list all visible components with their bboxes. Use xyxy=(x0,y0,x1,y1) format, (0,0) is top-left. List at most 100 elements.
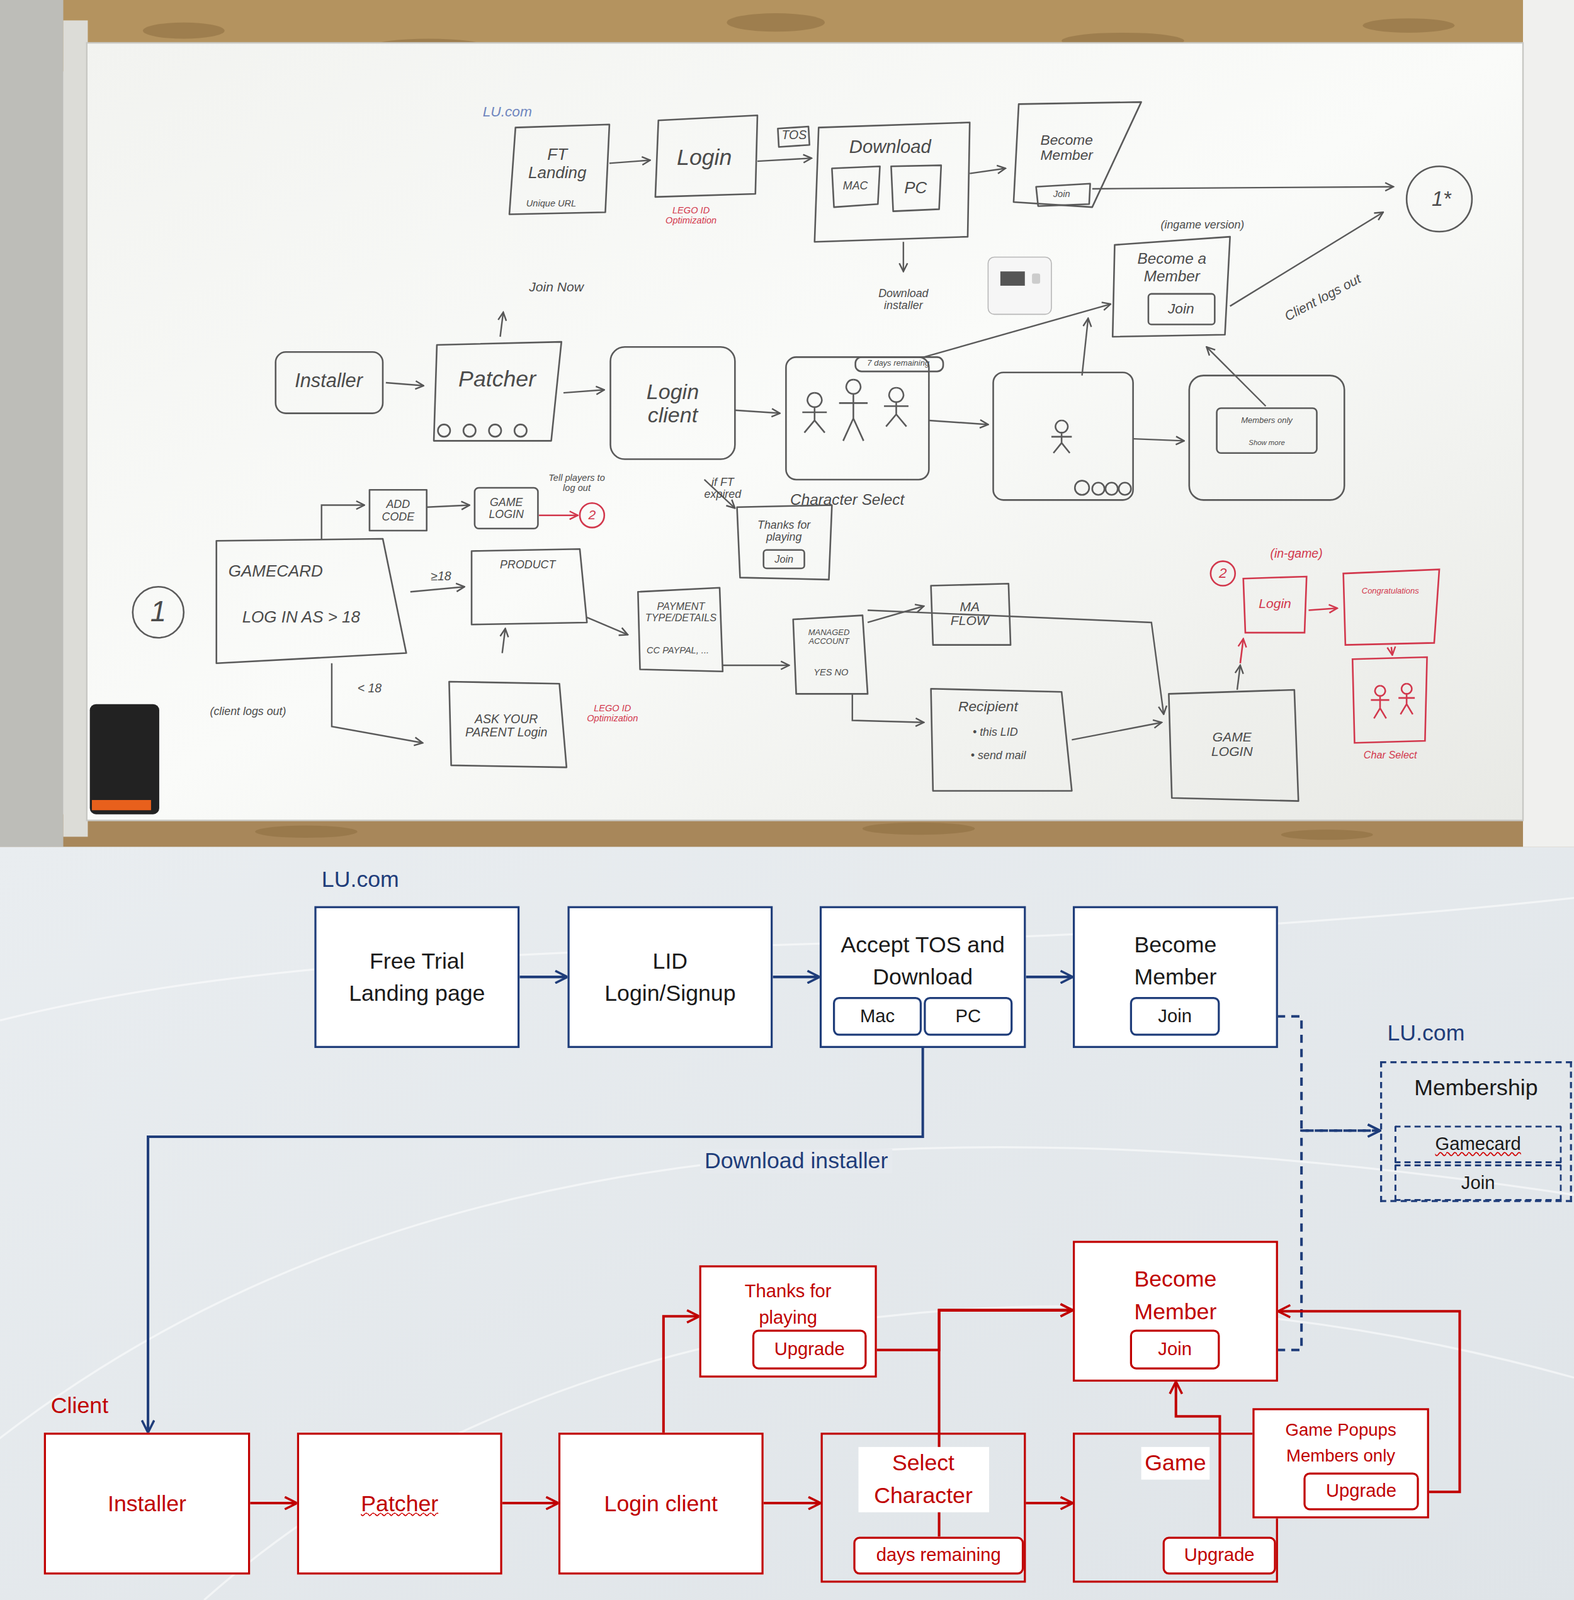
handwritten-label: 2 xyxy=(588,508,596,523)
node-text: Upgrade xyxy=(1184,1542,1255,1569)
sketch-arrow xyxy=(563,389,605,393)
sketch-arrow xyxy=(1237,665,1241,691)
inner-button: Upgrade xyxy=(1303,1472,1419,1511)
node-text: Game Popups Members only xyxy=(1269,1418,1413,1469)
handwritten-label: PAYMENT TYPE/DETAILS xyxy=(645,601,717,624)
sketch-dot xyxy=(514,424,527,437)
inner-button: Mac xyxy=(832,997,922,1037)
process-box: Installer xyxy=(44,1432,251,1575)
sketch-box xyxy=(509,124,610,215)
handwritten-label: if FT expired xyxy=(691,475,754,500)
whiteboard xyxy=(86,42,1524,821)
handwritten-label: Character Select xyxy=(790,491,905,509)
sketch-dot xyxy=(1092,482,1105,495)
handwritten-label: (in-game) xyxy=(1269,547,1323,561)
sketch-arrow xyxy=(1308,608,1338,611)
node-text: days remaining xyxy=(876,1542,1002,1569)
handwritten-label: CC PAYPAL, ... xyxy=(646,645,709,657)
sketch-box xyxy=(369,489,427,531)
handwritten-label: LEGO ID Optimization xyxy=(654,206,728,227)
thermostat-display xyxy=(1000,271,1025,286)
handwritten-label: Char Select xyxy=(1363,749,1418,762)
connector xyxy=(866,1310,1073,1351)
sketch-arrow xyxy=(502,628,506,654)
node-text: Gamecard xyxy=(1434,1131,1521,1158)
sketch-box xyxy=(993,372,1134,501)
sketch-arrow xyxy=(331,663,423,743)
stick-figure xyxy=(1051,420,1072,454)
inner-button: Upgrade xyxy=(752,1329,867,1370)
sketch-arrow xyxy=(1133,438,1185,441)
node-text: Join xyxy=(1157,1336,1192,1364)
connector xyxy=(502,1502,559,1505)
sketch-arrow xyxy=(410,586,465,592)
wall xyxy=(0,0,1574,848)
sketch-arrows xyxy=(321,158,1394,743)
sketch-circle xyxy=(1406,166,1473,232)
handwritten-label: FT Landing xyxy=(516,145,599,182)
handwritten-label: Login xyxy=(676,146,732,171)
board-frame xyxy=(63,20,89,837)
sketch-box xyxy=(831,166,880,208)
sketch-circle xyxy=(579,503,605,528)
sketch-box xyxy=(471,549,587,625)
connector xyxy=(519,975,568,979)
sketch-box xyxy=(931,583,1011,645)
node-text: PC xyxy=(955,1003,982,1031)
connector xyxy=(663,1316,700,1433)
handwritten-label: • send mail xyxy=(970,749,1027,762)
swirl xyxy=(0,898,1574,1022)
sketch-box xyxy=(448,681,567,768)
sketch-arrow xyxy=(852,693,924,723)
sketch-box xyxy=(814,122,970,243)
swirl xyxy=(0,1147,1574,1481)
handwritten-label: LU.com xyxy=(482,104,533,121)
sketch-arrow xyxy=(499,312,504,337)
connector xyxy=(249,1502,298,1505)
node-text: Join xyxy=(1157,1003,1192,1031)
sketch-arrow xyxy=(1206,346,1266,407)
sketch-dot xyxy=(1105,482,1118,495)
stick-figure xyxy=(1370,685,1389,719)
section-label: LU.com xyxy=(321,867,400,893)
sketch-dot xyxy=(1118,482,1131,495)
handwritten-label: Download xyxy=(849,137,932,159)
process-box: Accept TOS and DownloadMac PC xyxy=(819,906,1027,1049)
sketch-arrow xyxy=(1391,647,1393,656)
node-text: Become Member xyxy=(1114,1263,1238,1329)
sketch-box xyxy=(474,487,539,529)
inner-button: Gamecard xyxy=(1394,1125,1563,1164)
sketch-arrow xyxy=(969,168,1006,174)
sketch-arrow xyxy=(902,241,905,272)
handwritten-label: Congratulations xyxy=(1361,587,1420,597)
connector xyxy=(1025,1502,1073,1505)
sketch-arrow xyxy=(757,158,812,162)
handwritten-label: Join xyxy=(1167,301,1195,318)
handwritten-label: Login client xyxy=(626,379,719,427)
sketch-arrow xyxy=(1240,639,1244,664)
handwritten-label: GAME LOGIN xyxy=(1196,730,1268,760)
inner-button: Upgrade xyxy=(1162,1537,1277,1576)
handwritten-label: (ingame version) xyxy=(1160,218,1245,232)
inner-button: PC xyxy=(923,997,1013,1037)
section-label: LU.com xyxy=(1387,1021,1466,1047)
node-text: Accept TOS and Download xyxy=(831,928,1015,994)
handwritten-label: Patcher xyxy=(458,367,536,392)
node-text: Join xyxy=(1461,1169,1496,1197)
process-box: GameUpgrade xyxy=(1072,1432,1279,1583)
connector xyxy=(1025,975,1073,979)
handwritten-label: Unique URL xyxy=(526,198,577,210)
sketch-box xyxy=(1343,569,1440,646)
sketch-box xyxy=(785,356,929,480)
node-text: Game xyxy=(1140,1447,1211,1481)
node-text: Membership xyxy=(1414,1071,1538,1105)
sketch-arrow xyxy=(1082,318,1089,376)
sketch-box xyxy=(855,356,944,372)
sketch-arrow xyxy=(538,514,578,517)
handwritten-label: < 18 xyxy=(357,682,382,696)
node-text: Select Character xyxy=(858,1447,990,1513)
thermostat-button xyxy=(1031,273,1041,284)
sketch-box xyxy=(1112,236,1230,337)
sketch-box xyxy=(1148,294,1215,325)
